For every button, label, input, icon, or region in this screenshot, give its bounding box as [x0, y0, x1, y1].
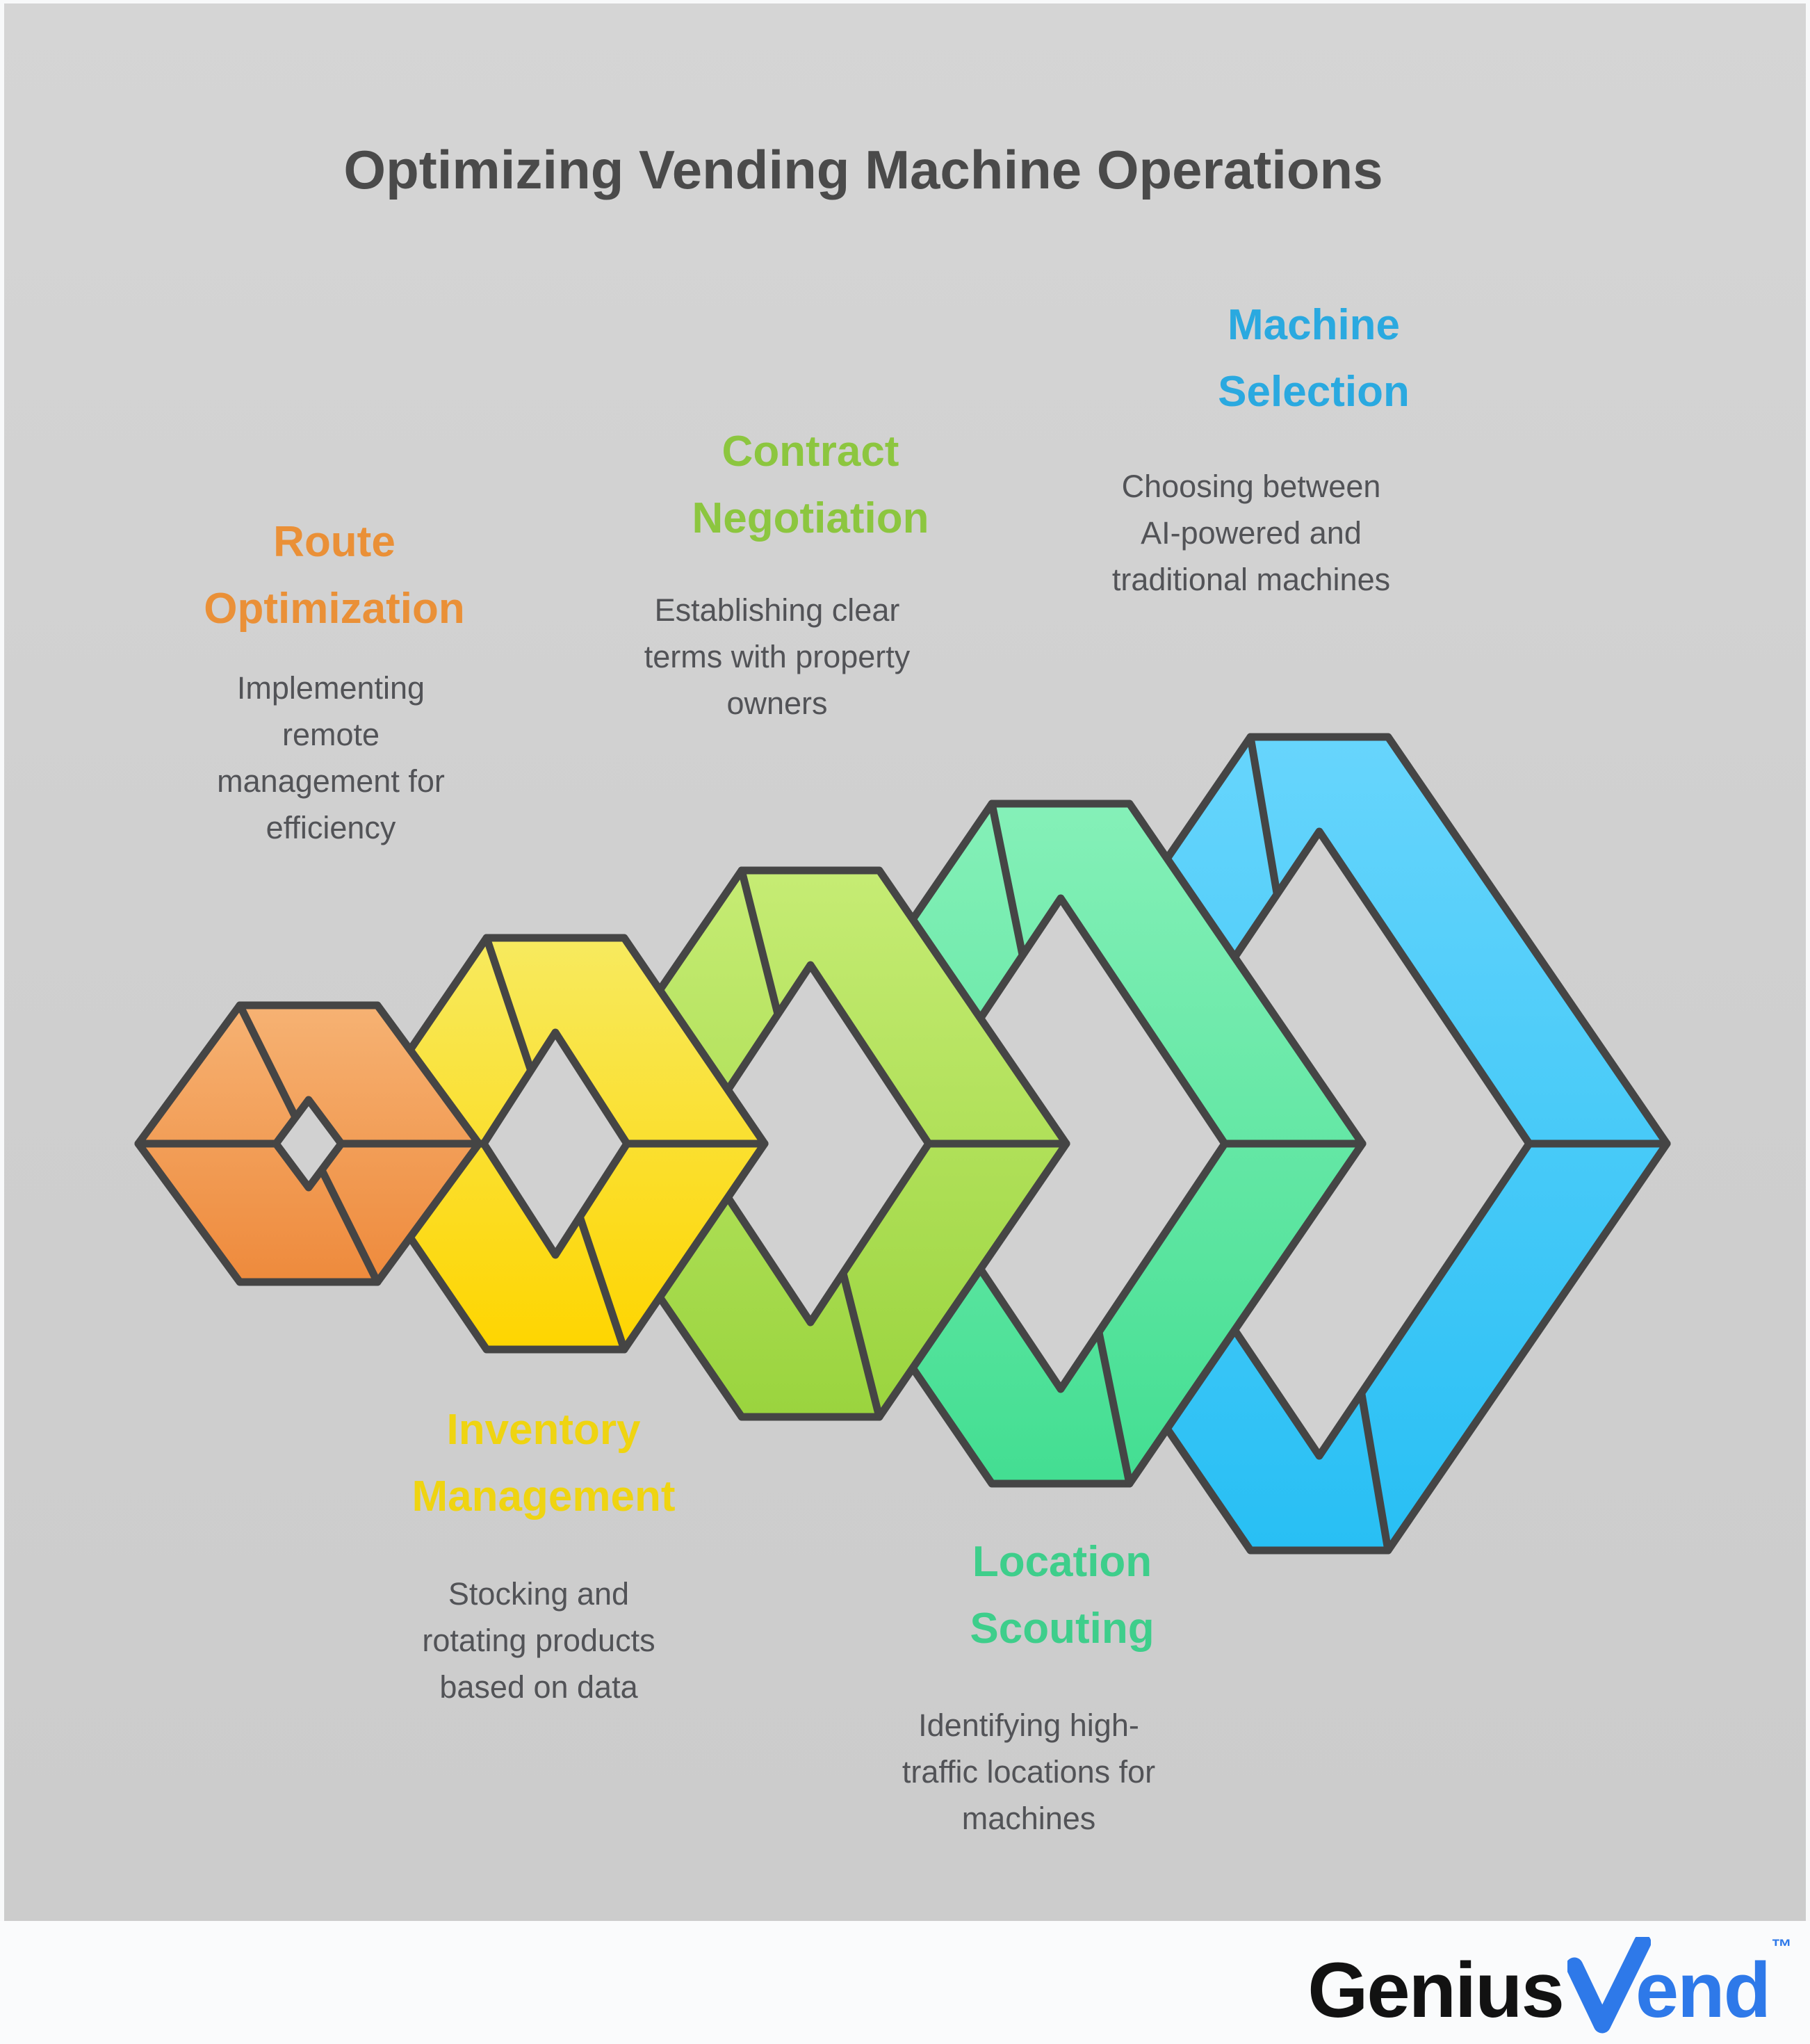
description-line: Choosing between [1121, 469, 1381, 504]
description-line: based on data [439, 1669, 638, 1705]
footer-strip [0, 1921, 1810, 2044]
description-route-optimization: Implementing remote management for effic… [217, 665, 445, 851]
heading-location-scouting: Location Scouting [970, 1529, 1154, 1662]
checkmark-icon [1567, 1937, 1651, 2034]
geniusvend-logo: Genius end ™ [1307, 1934, 1792, 2034]
description-machine-selection: Choosing between AI-powered and traditio… [1112, 463, 1390, 603]
heading-inventory-management: Inventory Management [412, 1397, 676, 1530]
heading-line: Scouting [970, 1605, 1155, 1653]
description-contract-negotiation: Establishing clear terms with property o… [644, 587, 911, 727]
chain-link-route-optimization [134, 1001, 483, 1286]
description-line: management for [217, 763, 445, 799]
description-line: Stocking and [448, 1576, 630, 1612]
description-line: efficiency [266, 810, 396, 845]
heading-line: Machine [1227, 301, 1401, 349]
description-line: AI-powered and [1141, 515, 1362, 551]
trademark-symbol: ™ [1771, 1936, 1792, 1958]
description-line: Establishing clear [654, 592, 900, 628]
description-line: traffic locations for [902, 1754, 1156, 1790]
description-inventory-management: Stocking and rotating products based on … [422, 1571, 655, 1710]
logo-text-genius: Genius [1307, 1947, 1565, 2034]
description-line: Implementing [236, 670, 425, 706]
heading-line: Negotiation [692, 494, 929, 542]
heading-line: Location [972, 1538, 1152, 1586]
heading-line: Selection [1218, 368, 1410, 416]
description-line: owners [726, 686, 828, 721]
description-line: terms with property [644, 639, 911, 674]
heading-line: Management [411, 1473, 676, 1520]
heading-route-optimization: Route Optimization [204, 509, 464, 642]
logo-text-vend: end [1635, 1947, 1771, 2034]
heading-line: Contract [721, 428, 899, 476]
description-line: Identifying high- [918, 1708, 1139, 1743]
page-title: Optimizing Vending Machine Operations [343, 139, 1383, 200]
heading-line: Route [273, 518, 396, 566]
description-line: rotating products [422, 1623, 655, 1658]
description-line: traditional machines [1111, 562, 1391, 597]
description-line: machines [961, 1801, 1096, 1836]
heading-contract-negotiation: Contract Negotiation [692, 419, 929, 552]
heading-machine-selection: Machine Selection [1218, 292, 1410, 425]
chain-link-contract-negotiation [551, 866, 1070, 1421]
description-location-scouting: Identifying high- traffic locations for … [902, 1702, 1155, 1842]
heading-line: Optimization [204, 585, 465, 633]
description-line: remote [282, 717, 380, 752]
heading-line: Inventory [446, 1406, 641, 1454]
